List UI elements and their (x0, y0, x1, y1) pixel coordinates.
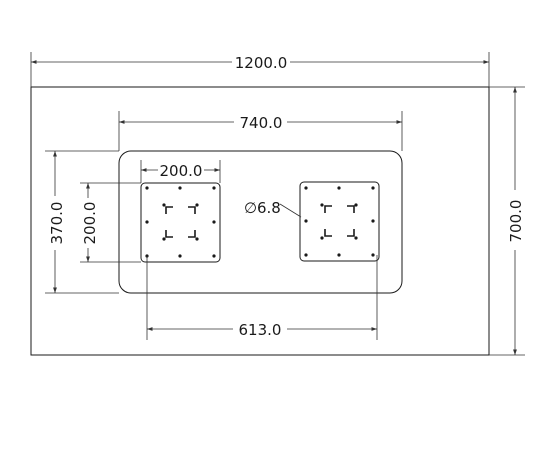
dimension-cutout-height: 370.0 (45, 150, 119, 294)
plate-width-label: 200.0 (160, 162, 203, 180)
dimension-plate-width: 200.0 (140, 160, 221, 183)
left-mounting-plate (140, 182, 221, 263)
left-plate-holes (145, 186, 216, 258)
right-plate-holes (304, 186, 375, 257)
dimension-overall-height: 700.0 (489, 86, 525, 356)
dimension-cutout-width: 740.0 (118, 111, 403, 151)
right-mounting-plate (299, 181, 380, 262)
overall-height-label: 700.0 (507, 200, 525, 243)
plate-height-label: 200.0 (81, 202, 99, 245)
dimension-overall-width: 1200.0 (30, 52, 490, 87)
outer-panel (30, 86, 490, 356)
hole-diameter-label: 6.8 (257, 199, 281, 217)
right-plate-center-marks (324, 205, 355, 237)
overall-width-label: 1200.0 (235, 54, 288, 72)
plate-spacing-label: 613.0 (239, 321, 282, 339)
cutout-height-label: 370.0 (48, 202, 66, 245)
left-plate-center-marks (165, 206, 196, 238)
diameter-symbol: ∅ (244, 199, 257, 217)
dimension-plate-height: 200.0 (80, 182, 141, 263)
dimension-plate-spacing: 613.0 (146, 255, 378, 340)
dimension-hole-diameter: ∅ 6.8 (244, 199, 302, 218)
cutout-width-label: 740.0 (240, 114, 283, 132)
cutout-outline (118, 150, 403, 294)
